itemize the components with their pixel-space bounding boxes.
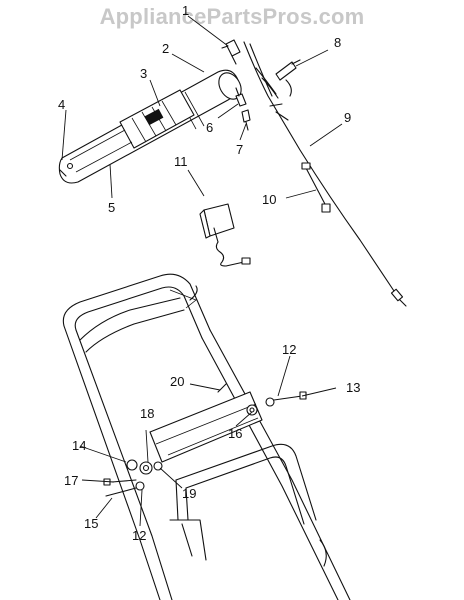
callout-9: 9: [344, 110, 351, 125]
part-11-charger: [199, 203, 251, 267]
callout-5: 5: [108, 200, 115, 215]
callout-19: 19: [182, 486, 196, 501]
callout-18: 18: [140, 406, 154, 421]
hardware-right: [217, 383, 307, 416]
callout-6: 6: [206, 120, 213, 135]
leader-lines: [61, 15, 343, 527]
part-1-bolt: [221, 39, 241, 65]
callout-16: 16: [228, 426, 242, 441]
watermark-text: AppliancePartsPros.com: [100, 4, 365, 29]
part-10-fuse: [301, 162, 331, 213]
callout-20: 20: [170, 374, 184, 389]
handle-frame: [62, 273, 351, 600]
callout-7: 7: [236, 142, 243, 157]
callout-1: 1: [182, 3, 189, 18]
callout-2: 2: [162, 41, 169, 56]
callout-8: 8: [334, 35, 341, 50]
part-7-screw: [241, 109, 251, 131]
callout-12b: 12: [132, 528, 146, 543]
hardware-left: [103, 459, 163, 497]
callout-labels: 1 2 3 4 5 6 7 8 9 10 11 12 13 14 15 16 1…: [58, 3, 360, 543]
part-6-screw: [235, 87, 247, 107]
handle-grip-assembly: [58, 69, 242, 184]
callout-10: 10: [262, 192, 276, 207]
callout-4: 4: [58, 97, 65, 112]
callout-11: 11: [174, 154, 188, 169]
callout-17: 17: [64, 473, 78, 488]
callout-13: 13: [346, 380, 360, 395]
callout-14: 14: [72, 438, 86, 453]
part-8-connector: [275, 59, 301, 97]
callout-3: 3: [140, 66, 147, 81]
callout-12a: 12: [282, 342, 296, 357]
callout-15: 15: [84, 516, 98, 531]
part-9-wire-harness: [243, 41, 407, 307]
